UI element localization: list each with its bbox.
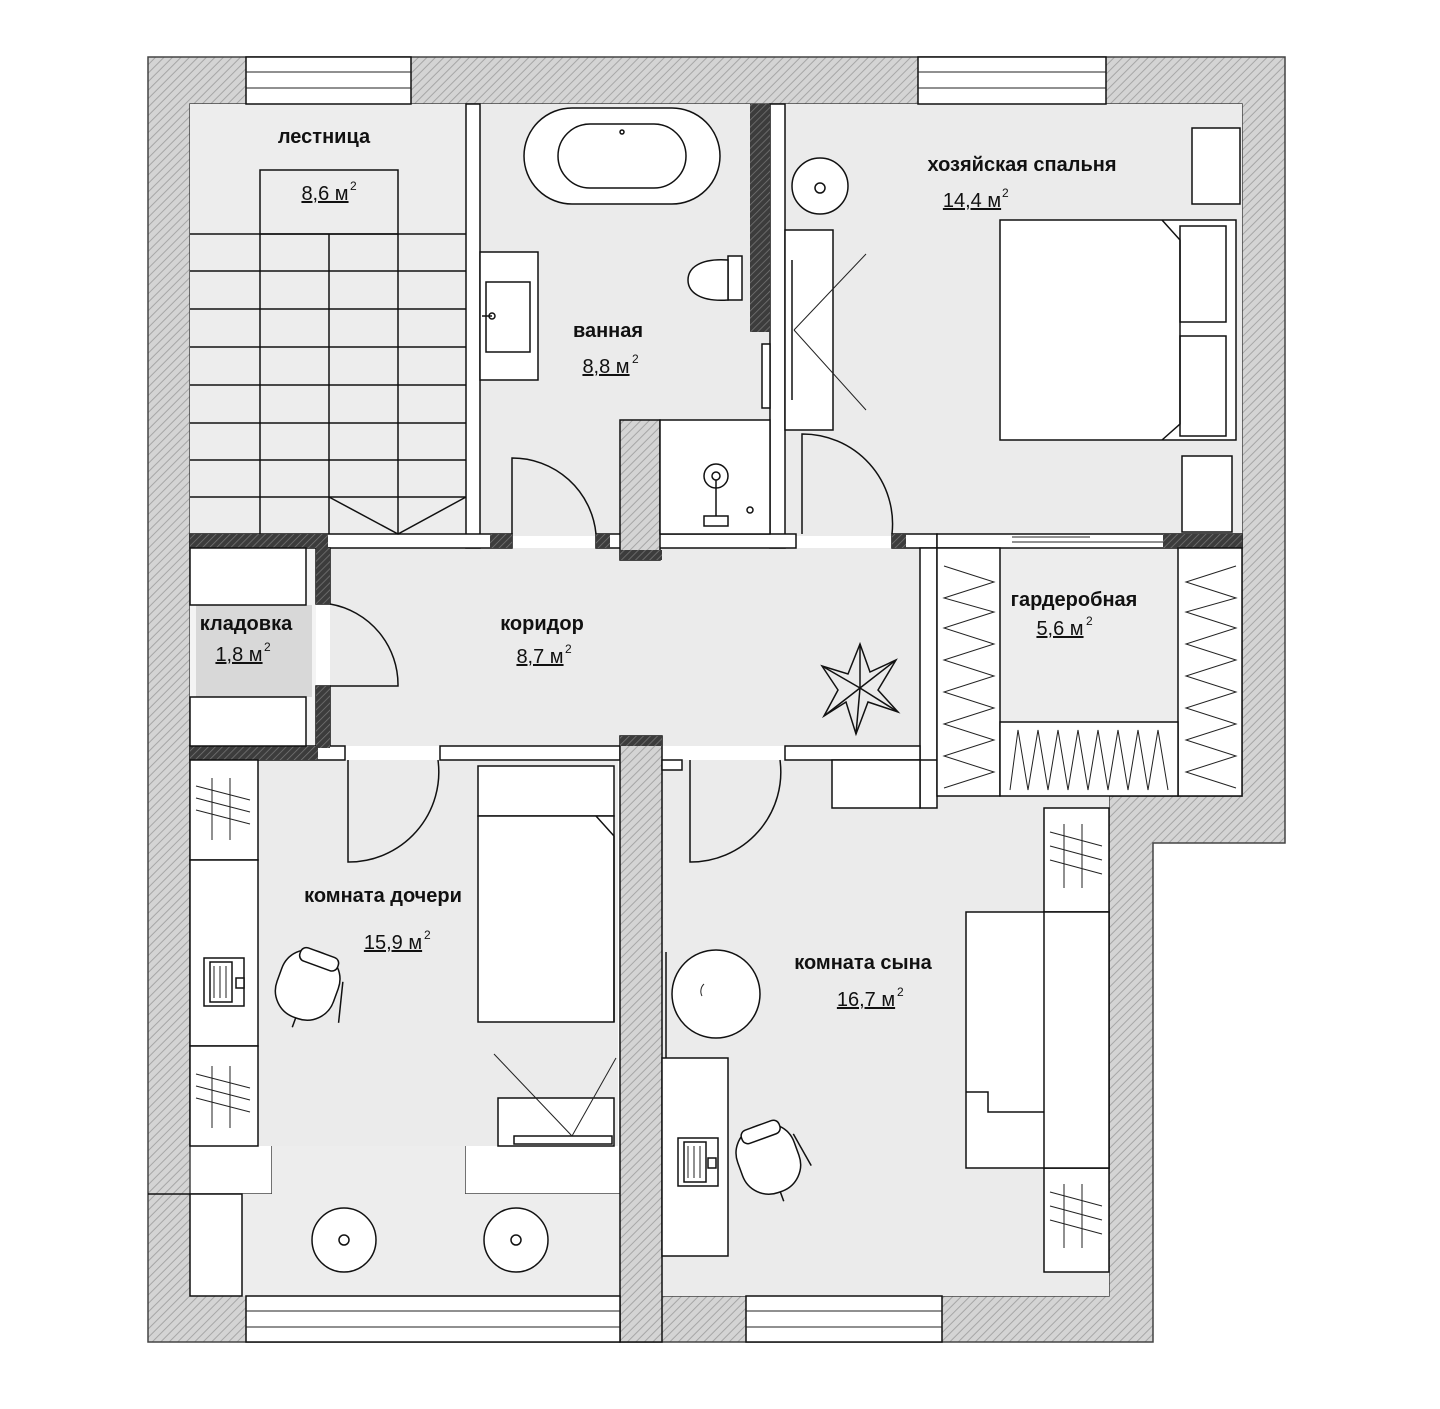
shower-icon [659,419,771,535]
pantry-shelves [189,547,307,747]
area-unit-superscript: 2 [264,640,271,654]
room-label-bathroom: ванная 8,8 м 2 [573,320,643,378]
room-label-wardrobe: гардеробная 5,6 м 2 [1011,589,1138,640]
room-area: 16,7 м [837,989,895,1011]
room-area: 5,6 м [1036,618,1083,640]
room-area: 1,8 м [215,644,262,666]
room-name: гардеробная [1011,589,1138,611]
room-name: коридор [500,613,584,635]
area-unit-superscript: 2 [565,642,572,656]
room-area: 8,6 м [301,183,348,205]
room-label-daughter-room: комната дочери 15,9 м 2 [304,885,462,954]
terrace-furniture [189,1193,549,1297]
room-area: 14,4 м [943,190,1001,212]
son-room-furniture [661,759,1110,1273]
area-unit-superscript: 2 [350,179,357,193]
bathtub-icon [523,107,721,205]
room-name: ванная [573,320,643,342]
plant-icon [820,641,901,737]
room-name: лестница [278,126,371,148]
area-unit-superscript: 2 [1002,186,1009,200]
room-label-pantry: кладовка 1,8 м 2 [200,613,293,666]
area-unit-superscript: 2 [632,352,639,366]
area-unit-superscript: 2 [1086,614,1093,628]
doors [329,433,1163,863]
room-name: комната дочери [304,885,462,907]
windows [245,56,1107,1343]
room-label-son-room: комната сына 16,7 м 2 [794,952,932,1011]
area-unit-superscript: 2 [424,928,431,942]
room-area: 15,9 м [364,932,422,954]
towel-rail-icon [761,343,771,409]
room-area: 8,7 м [516,646,563,668]
dark-walls [190,104,1242,760]
room-label-corridor: коридор 8,7 м 2 [500,613,584,668]
wardrobe-shelving [936,547,1243,797]
daughter-room-furniture [189,759,617,1147]
sink-icon [479,251,539,381]
room-name: кладовка [200,613,293,635]
room-name: комната сына [794,952,932,974]
staircase [190,169,467,535]
master-bedroom-furniture [784,127,1241,533]
room-label-stairs: лестница 8,6 м 2 [278,126,371,205]
room-label-master-bedroom: хозяйская спальня 14,4 м 2 [927,154,1116,212]
area-unit-superscript: 2 [897,985,904,999]
room-area: 8,8 м [582,356,629,378]
toilet-icon [687,255,743,301]
room-name: хозяйская спальня [927,154,1116,176]
